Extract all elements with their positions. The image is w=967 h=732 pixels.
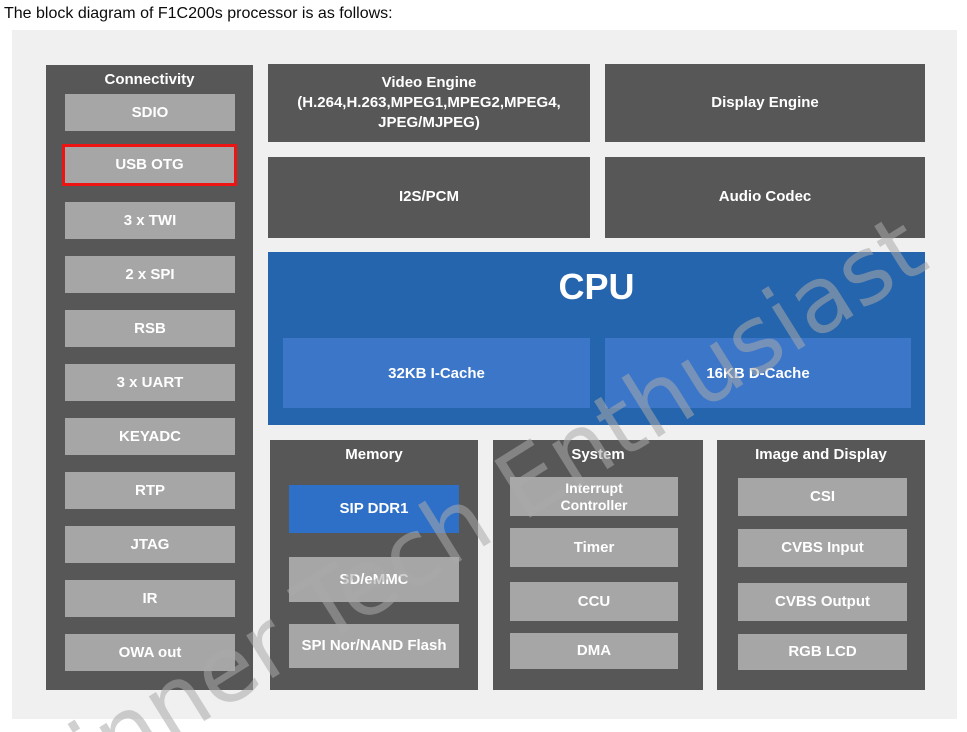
diagram-board: Connectivity SDIO USB OTG 3 x TWI 2 x SP… [12, 30, 957, 719]
block-i2s-pcm: I2S/PCM [268, 157, 590, 238]
block-timer: Timer [510, 528, 678, 567]
panel-image-and-display-title: Image and Display [755, 446, 887, 463]
block-spi: 2 x SPI [65, 256, 235, 293]
block-spi-nor-nand-flash: SPI Nor/NAND Flash [289, 624, 459, 668]
block-uart: 3 x UART [65, 364, 235, 401]
block-sdio: SDIO [65, 94, 235, 131]
block-cvbs-output: CVBS Output [738, 583, 907, 621]
block-dma: DMA [510, 633, 678, 669]
block-owa-out: OWA out [65, 634, 235, 671]
cpu-title: CPU [558, 266, 635, 307]
block-cvbs-input: CVBS Input [738, 529, 907, 567]
block-ir: IR [65, 580, 235, 617]
panel-system-title: System [571, 446, 625, 463]
block-cpu: CPU 32KB I-Cache 16KB D-Cache [268, 252, 925, 425]
block-keyadc: KEYADC [65, 418, 235, 455]
block-sd-emmc: SD/eMMC [289, 557, 459, 602]
page-title: The block diagram of F1C200s processor i… [4, 5, 393, 22]
block-csi: CSI [738, 478, 907, 516]
block-ccu: CCU [510, 582, 678, 621]
block-rsb: RSB [65, 310, 235, 347]
block-jtag: JTAG [65, 526, 235, 563]
block-rgb-lcd: RGB LCD [738, 634, 907, 670]
panel-image-and-display: Image and Display CSI CVBS Input CVBS Ou… [717, 440, 925, 690]
block-audio-codec: Audio Codec [605, 157, 925, 238]
block-usb-otg: USB OTG [62, 144, 237, 186]
block-icache: 32KB I-Cache [283, 338, 590, 408]
panel-memory-title: Memory [345, 446, 403, 463]
panel-connectivity-title: Connectivity [104, 71, 195, 88]
block-dcache: 16KB D-Cache [605, 338, 911, 408]
panel-system: System Interrupt Controller Timer CCU DM… [493, 440, 703, 690]
block-sip-ddr1: SIP DDR1 [289, 485, 459, 533]
block-interrupt-controller: Interrupt Controller [510, 477, 678, 516]
block-twi: 3 x TWI [65, 202, 235, 239]
panel-memory: Memory SIP DDR1 SD/eMMC SPI Nor/NAND Fla… [270, 440, 478, 690]
block-rtp: RTP [65, 472, 235, 509]
block-display-engine: Display Engine [605, 64, 925, 142]
panel-connectivity: Connectivity SDIO USB OTG 3 x TWI 2 x SP… [46, 65, 253, 690]
block-video-engine: Video Engine (H.264,H.263,MPEG1,MPEG2,MP… [268, 64, 590, 142]
